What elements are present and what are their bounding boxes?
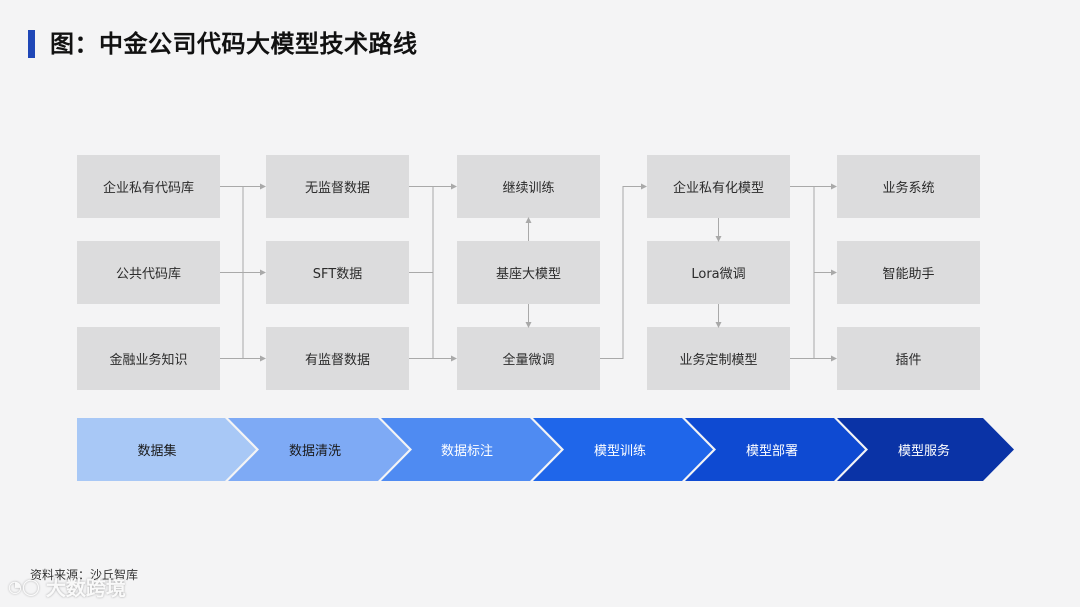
source-note: 资料来源：沙丘智库 xyxy=(30,568,139,582)
data-box-sft: SFT数据 xyxy=(266,241,409,304)
model-box-private: 企业私有化模型 xyxy=(647,155,790,218)
pipeline-step-shape-service xyxy=(837,418,1014,481)
model-box-custom: 业务定制模型 xyxy=(647,327,790,390)
app-box-plugin: 插件 xyxy=(837,327,980,390)
train-box-continued: 继续训练 xyxy=(457,155,600,218)
pipeline-step-labeling: 数据标注 xyxy=(440,444,493,459)
data-box-supervised: 有监督数据 xyxy=(266,327,409,390)
model-box-lora: Lora微调 xyxy=(647,241,790,304)
app-box-business-system: 业务系统 xyxy=(837,155,980,218)
data-box-unsupervised: 无监督数据 xyxy=(266,155,409,218)
watermark-text: 大数跨境 xyxy=(45,576,126,600)
pipeline-step-shape-dataset xyxy=(77,418,256,481)
watermark: ◔◯ 大数跨境 xyxy=(8,572,126,601)
pipeline-step-shape-deployment xyxy=(685,418,865,481)
pipeline-step-cleaning: 数据清洗 xyxy=(288,444,341,459)
source-box-private-code: 企业私有代码库 xyxy=(77,155,220,218)
pipeline-step-shape-cleaning xyxy=(228,418,409,481)
page-title: 图：中金公司代码大模型技术路线 xyxy=(50,30,418,58)
source-box-finance-knowledge: 金融业务知识 xyxy=(77,327,220,390)
app-box-assistant: 智能助手 xyxy=(837,241,980,304)
pipeline-step-shape-labeling xyxy=(381,418,561,481)
pipeline-step-service: 模型服务 xyxy=(897,444,950,459)
ring-logo-icon: ◔◯ xyxy=(8,577,40,596)
pipeline-step-deployment: 模型部署 xyxy=(745,444,798,459)
pipeline-step-dataset: 数据集 xyxy=(137,444,177,459)
train-box-base-model: 基座大模型 xyxy=(457,241,600,304)
title-accent-bar xyxy=(28,30,35,58)
pipeline-step-shape-training xyxy=(533,418,713,481)
pipeline-step-training: 模型训练 xyxy=(593,444,646,459)
train-box-full-finetune: 全量微调 xyxy=(457,327,600,390)
source-box-public-code: 公共代码库 xyxy=(77,241,220,304)
